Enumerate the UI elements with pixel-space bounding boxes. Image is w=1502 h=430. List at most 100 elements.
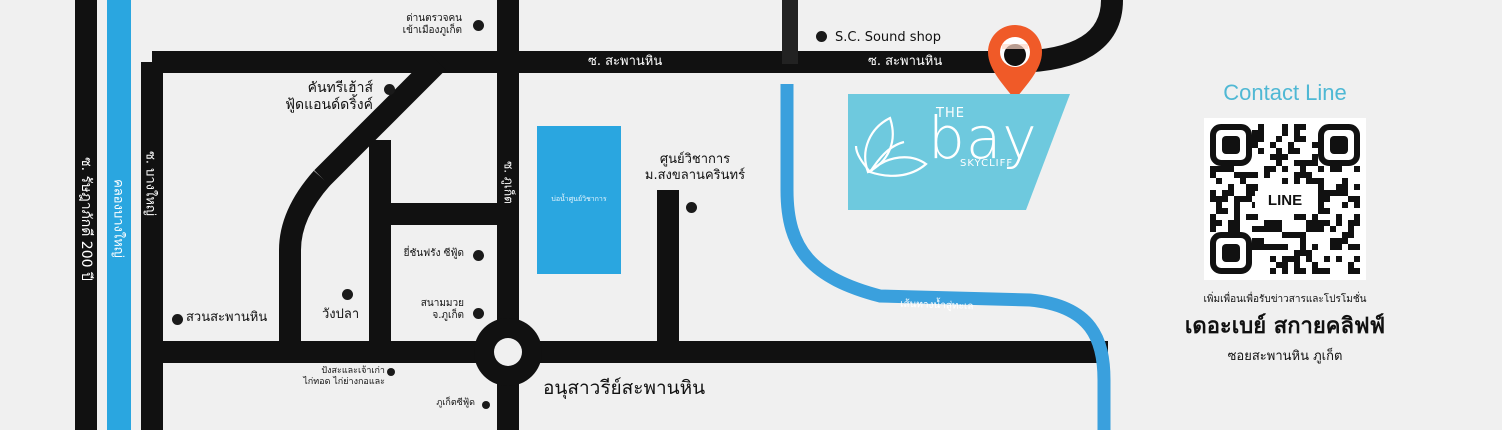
- place-boxing-line1: สนามมวย: [420, 298, 464, 309]
- place-academic-line1: ศูนย์วิชาการ: [659, 152, 731, 167]
- qr-module: [1270, 268, 1276, 274]
- qr-module: [1276, 148, 1282, 154]
- qr-module: [1264, 220, 1270, 226]
- qr-module: [1210, 166, 1216, 172]
- qr-module: [1318, 196, 1324, 202]
- qr-module: [1300, 136, 1306, 142]
- marker-sc-sound-shop: [816, 31, 827, 42]
- qr-module: [1342, 178, 1348, 184]
- road-label-central: ซ. ภูเก็ต: [501, 161, 516, 204]
- qr-module: [1300, 160, 1306, 166]
- marker-checkpoint: [473, 20, 484, 31]
- place-country-house-line1: คันทรีเฮ้าส์: [307, 80, 373, 96]
- qr-module: [1222, 190, 1228, 196]
- qr-module: [1246, 172, 1252, 178]
- qr-module: [1300, 244, 1306, 250]
- contact-title: Contact Line: [1223, 80, 1347, 105]
- qr-module: [1264, 226, 1270, 232]
- qr-module: [1234, 226, 1240, 232]
- qr-module: [1252, 142, 1258, 148]
- qr-module: [1270, 226, 1276, 232]
- qr-finder: [1318, 124, 1360, 166]
- place-crab-line2: ไก่ทอด ไก่ย่างกอและ: [303, 376, 385, 387]
- qr-module: [1318, 208, 1324, 214]
- qr-module: [1228, 166, 1234, 172]
- road-top-stub: [782, 0, 798, 64]
- qr-module: [1234, 214, 1240, 220]
- qr-module: [1282, 262, 1288, 268]
- place-sc-sound-shop: S.C. Sound shop: [835, 30, 942, 45]
- qr-module: [1252, 130, 1258, 136]
- qr-module: [1246, 184, 1252, 190]
- qr-module: [1354, 196, 1360, 202]
- qr-module: [1216, 166, 1222, 172]
- qr-module: [1252, 238, 1258, 244]
- qr-module: [1300, 268, 1306, 274]
- qr-module: [1258, 238, 1264, 244]
- qr-module: [1318, 226, 1324, 232]
- qr-module: [1282, 232, 1288, 238]
- canal-label: คลองบางใหญ่: [110, 179, 126, 258]
- qr-module: [1210, 226, 1216, 232]
- qr-module: [1210, 172, 1216, 178]
- qr-module: [1288, 232, 1294, 238]
- canal-bang-yai: [107, 0, 131, 430]
- road-label-ratthaphakdi: ซ. รัษฎาภักดี 200 ปี: [78, 157, 94, 281]
- qr-module: [1282, 256, 1288, 262]
- qr-module: [1354, 256, 1360, 262]
- qr-module: [1216, 178, 1222, 184]
- place-wang-pla: วังปลา: [322, 307, 360, 322]
- qr-module: [1348, 268, 1354, 274]
- qr-module: [1348, 220, 1354, 226]
- qr-code[interactable]: [1204, 118, 1366, 280]
- qr-module: [1228, 220, 1234, 226]
- qr-module: [1354, 220, 1360, 226]
- qr-module: [1264, 172, 1270, 178]
- qr-module: [1288, 148, 1294, 154]
- qr-module: [1324, 190, 1330, 196]
- qr-module: [1252, 244, 1258, 250]
- qr-module: [1318, 268, 1324, 274]
- marker-yichan: [473, 250, 484, 261]
- qr-module: [1300, 172, 1306, 178]
- qr-module: [1294, 214, 1300, 220]
- qr-module: [1246, 214, 1252, 220]
- place-monument: อนุสาวรีย์สะพานหิน: [543, 377, 706, 399]
- qr-module: [1306, 256, 1312, 262]
- pond-label: บ่อน้ำศูนย์วิชาการ: [551, 195, 607, 203]
- road-label-saphan-hin-left: ซ. สะพานหิน: [588, 54, 663, 69]
- qr-module: [1276, 226, 1282, 232]
- qr-module: [1276, 244, 1282, 250]
- the-bay-logo: THE bay SKYCLIFF: [848, 94, 1070, 210]
- qr-module: [1240, 196, 1246, 202]
- qr-module: [1336, 238, 1342, 244]
- qr-module: [1300, 124, 1306, 130]
- qr-module: [1294, 178, 1300, 184]
- qr-module: [1210, 214, 1216, 220]
- qr-module: [1294, 172, 1300, 178]
- qr-module: [1270, 220, 1276, 226]
- qr-module: [1294, 268, 1300, 274]
- qr-module: [1288, 256, 1294, 262]
- qr-module: [1270, 244, 1276, 250]
- location-pin-icon: [988, 25, 1042, 100]
- qr-module: [1330, 244, 1336, 250]
- qr-module: [1294, 262, 1300, 268]
- qr-module: [1348, 226, 1354, 232]
- qr-module: [1312, 154, 1318, 160]
- qr-module: [1246, 190, 1252, 196]
- qr-finder: [1210, 232, 1252, 274]
- qr-module: [1210, 220, 1216, 226]
- qr-module: [1270, 154, 1276, 160]
- qr-module: [1318, 202, 1324, 208]
- qr-module: [1330, 226, 1336, 232]
- qr-module: [1318, 184, 1324, 190]
- qr-module: [1276, 154, 1282, 160]
- qr-module: [1234, 172, 1240, 178]
- qr-module: [1288, 142, 1294, 148]
- water-route: [780, 84, 1111, 430]
- qr-module: [1276, 160, 1282, 166]
- qr-module: [1354, 214, 1360, 220]
- qr-module: [1336, 244, 1342, 250]
- qr-module: [1312, 268, 1318, 274]
